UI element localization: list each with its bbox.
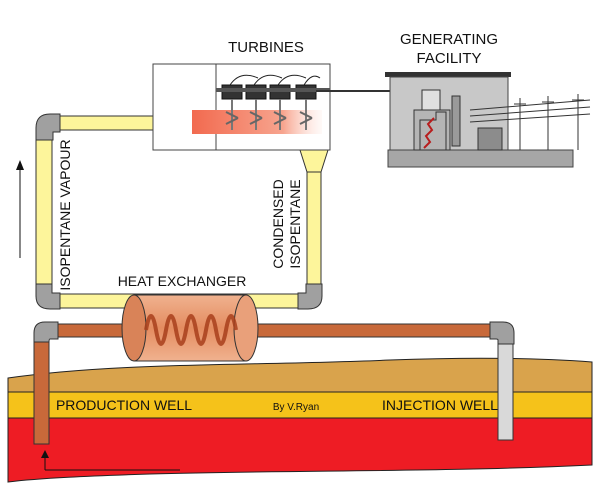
heat-exchanger-label: HEAT EXCHANGER [118,273,247,289]
isopentane-vapour-label: ISOPENTANE VAPOUR [57,139,73,290]
vapour-pipe-vertical [35,127,53,297]
elbow-top-left [35,113,61,141]
elbow-bottom-right [297,283,323,310]
flow-arrow-bottom [41,450,180,471]
power-pylons [469,94,591,150]
production-elbow [33,321,59,343]
production-well-label: PRODUCTION WELL [56,397,192,413]
injection-well-pipe [497,339,514,441]
heat-exchanger-coil [144,314,238,346]
condenser-funnel [299,149,329,173]
condensed-label-line2: ISOPENTANE [287,179,303,268]
generating-facility-label-line1: GENERATING [400,31,498,48]
vapour-flow-arrow [16,160,24,258]
topsoil-layer [7,357,593,393]
facility-stairs [423,117,435,149]
generating-facility-label-line2: FACILITY [416,50,481,67]
turbines-label: TURBINES [228,39,304,56]
hot-water-pipe [47,323,505,338]
injection-well-label: INJECTION WELL [382,397,498,413]
turbine-housing [152,63,331,151]
credit-label: By V.Ryan [273,402,319,413]
red-rock-layer [7,417,593,483]
ground [7,357,593,483]
injection-elbow [489,321,515,345]
generating-facility [385,72,591,168]
elbow-bottom-left [35,283,61,310]
condensed-label-line1: CONDENSED [270,179,286,268]
production-well-pipe [33,339,50,445]
heat-exchanger [121,294,259,362]
condensed-pipe-vertical [306,169,322,289]
facility-roof [385,72,511,77]
yellow-layer [7,391,593,419]
turbine-shaft [216,88,330,92]
facility-base [387,149,574,168]
